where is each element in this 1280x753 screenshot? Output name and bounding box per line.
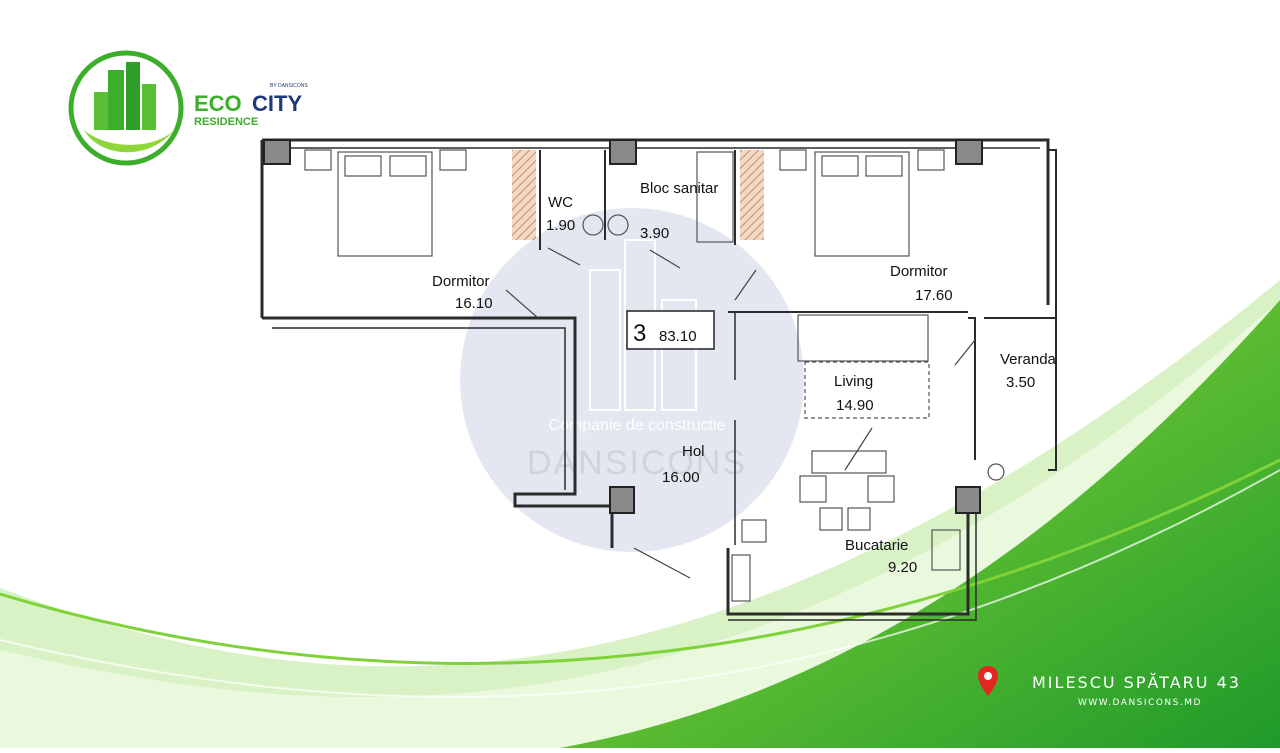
room-area-bucatarie: 9.20	[888, 559, 917, 576]
logo-text-eco: ECO	[194, 91, 242, 116]
room-name-living: Living	[834, 373, 873, 390]
dansicons-watermark: Companie de constructie DANSICONS	[460, 208, 804, 552]
furniture	[304, 149, 1005, 602]
logo-text-residence: RESIDENCE	[194, 116, 258, 128]
room-name-hol: Hol	[682, 443, 705, 460]
apartment-summary: 3 83.10	[626, 310, 715, 350]
map-pin-icon	[978, 666, 998, 696]
vent-shaft-right	[740, 150, 764, 240]
room-area-hol: 16.00	[662, 469, 700, 486]
watermark-text: Companie de constructie	[549, 417, 726, 434]
footer-wave	[0, 280, 1280, 748]
room-name-wc: WC	[548, 194, 573, 211]
room-labels: Dormitor 16.10 WC 1.90 Bloc sanitar 3.90…	[432, 180, 1057, 576]
footer-website[interactable]: WWW.DANSICONS.MD	[1078, 698, 1202, 708]
room-area-living: 14.90	[836, 397, 874, 414]
room-area-bloc-sanitar: 3.90	[640, 225, 669, 242]
room-name-dormitor-1: Dormitor	[432, 273, 490, 290]
room-name-dormitor-2: Dormitor	[890, 263, 948, 280]
total-area: 83.10	[659, 328, 697, 345]
vent-shaft-left	[512, 150, 536, 240]
room-area-dormitor-1: 16.10	[455, 295, 493, 312]
room-area-wc: 1.90	[546, 217, 575, 234]
room-name-veranda: Veranda	[1000, 351, 1057, 368]
door-swings	[505, 247, 976, 579]
room-area-veranda: 3.50	[1006, 374, 1035, 391]
logo-text-city: CITY	[252, 91, 302, 116]
watermark-brand: DANSICONS	[527, 444, 747, 482]
footer-address: MILESCU SPĂTARU 43	[1032, 673, 1241, 692]
logo-tagline: BY DANSICONS	[270, 83, 308, 89]
room-name-bucatarie: Bucatarie	[845, 537, 908, 554]
rooms-count: 3	[633, 320, 646, 347]
pillars	[263, 139, 983, 514]
room-area-dormitor-2: 17.60	[915, 287, 953, 304]
room-name-bloc-sanitar: Bloc sanitar	[640, 180, 718, 197]
eco-city-logo: ECO CITY BY DANSICONS RESIDENCE	[68, 50, 308, 166]
